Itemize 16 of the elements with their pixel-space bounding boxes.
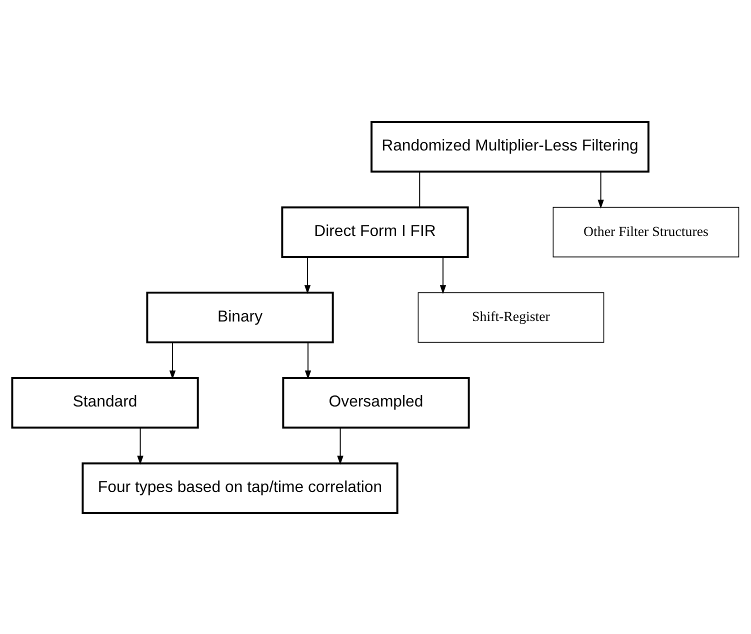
connector <box>419 170 420 208</box>
arrow <box>440 256 446 294</box>
arrow <box>169 342 176 379</box>
node-box: Oversampled <box>282 376 470 428</box>
node-box: Four types based on tap/time correlation <box>82 462 398 514</box>
arrow <box>304 342 312 379</box>
node-box: Binary <box>146 291 334 343</box>
arrow <box>598 170 604 208</box>
arrow <box>304 256 311 294</box>
arrow <box>337 427 344 464</box>
node-box: Standard <box>11 376 199 428</box>
node-box: Direct Form I FIR <box>281 206 469 258</box>
node-box: Other Filter Structures <box>552 206 740 257</box>
node-box: Randomized Multiplier-Less Filtering <box>370 120 650 172</box>
arrow <box>137 427 144 464</box>
node-box: Shift-Register <box>418 292 604 342</box>
